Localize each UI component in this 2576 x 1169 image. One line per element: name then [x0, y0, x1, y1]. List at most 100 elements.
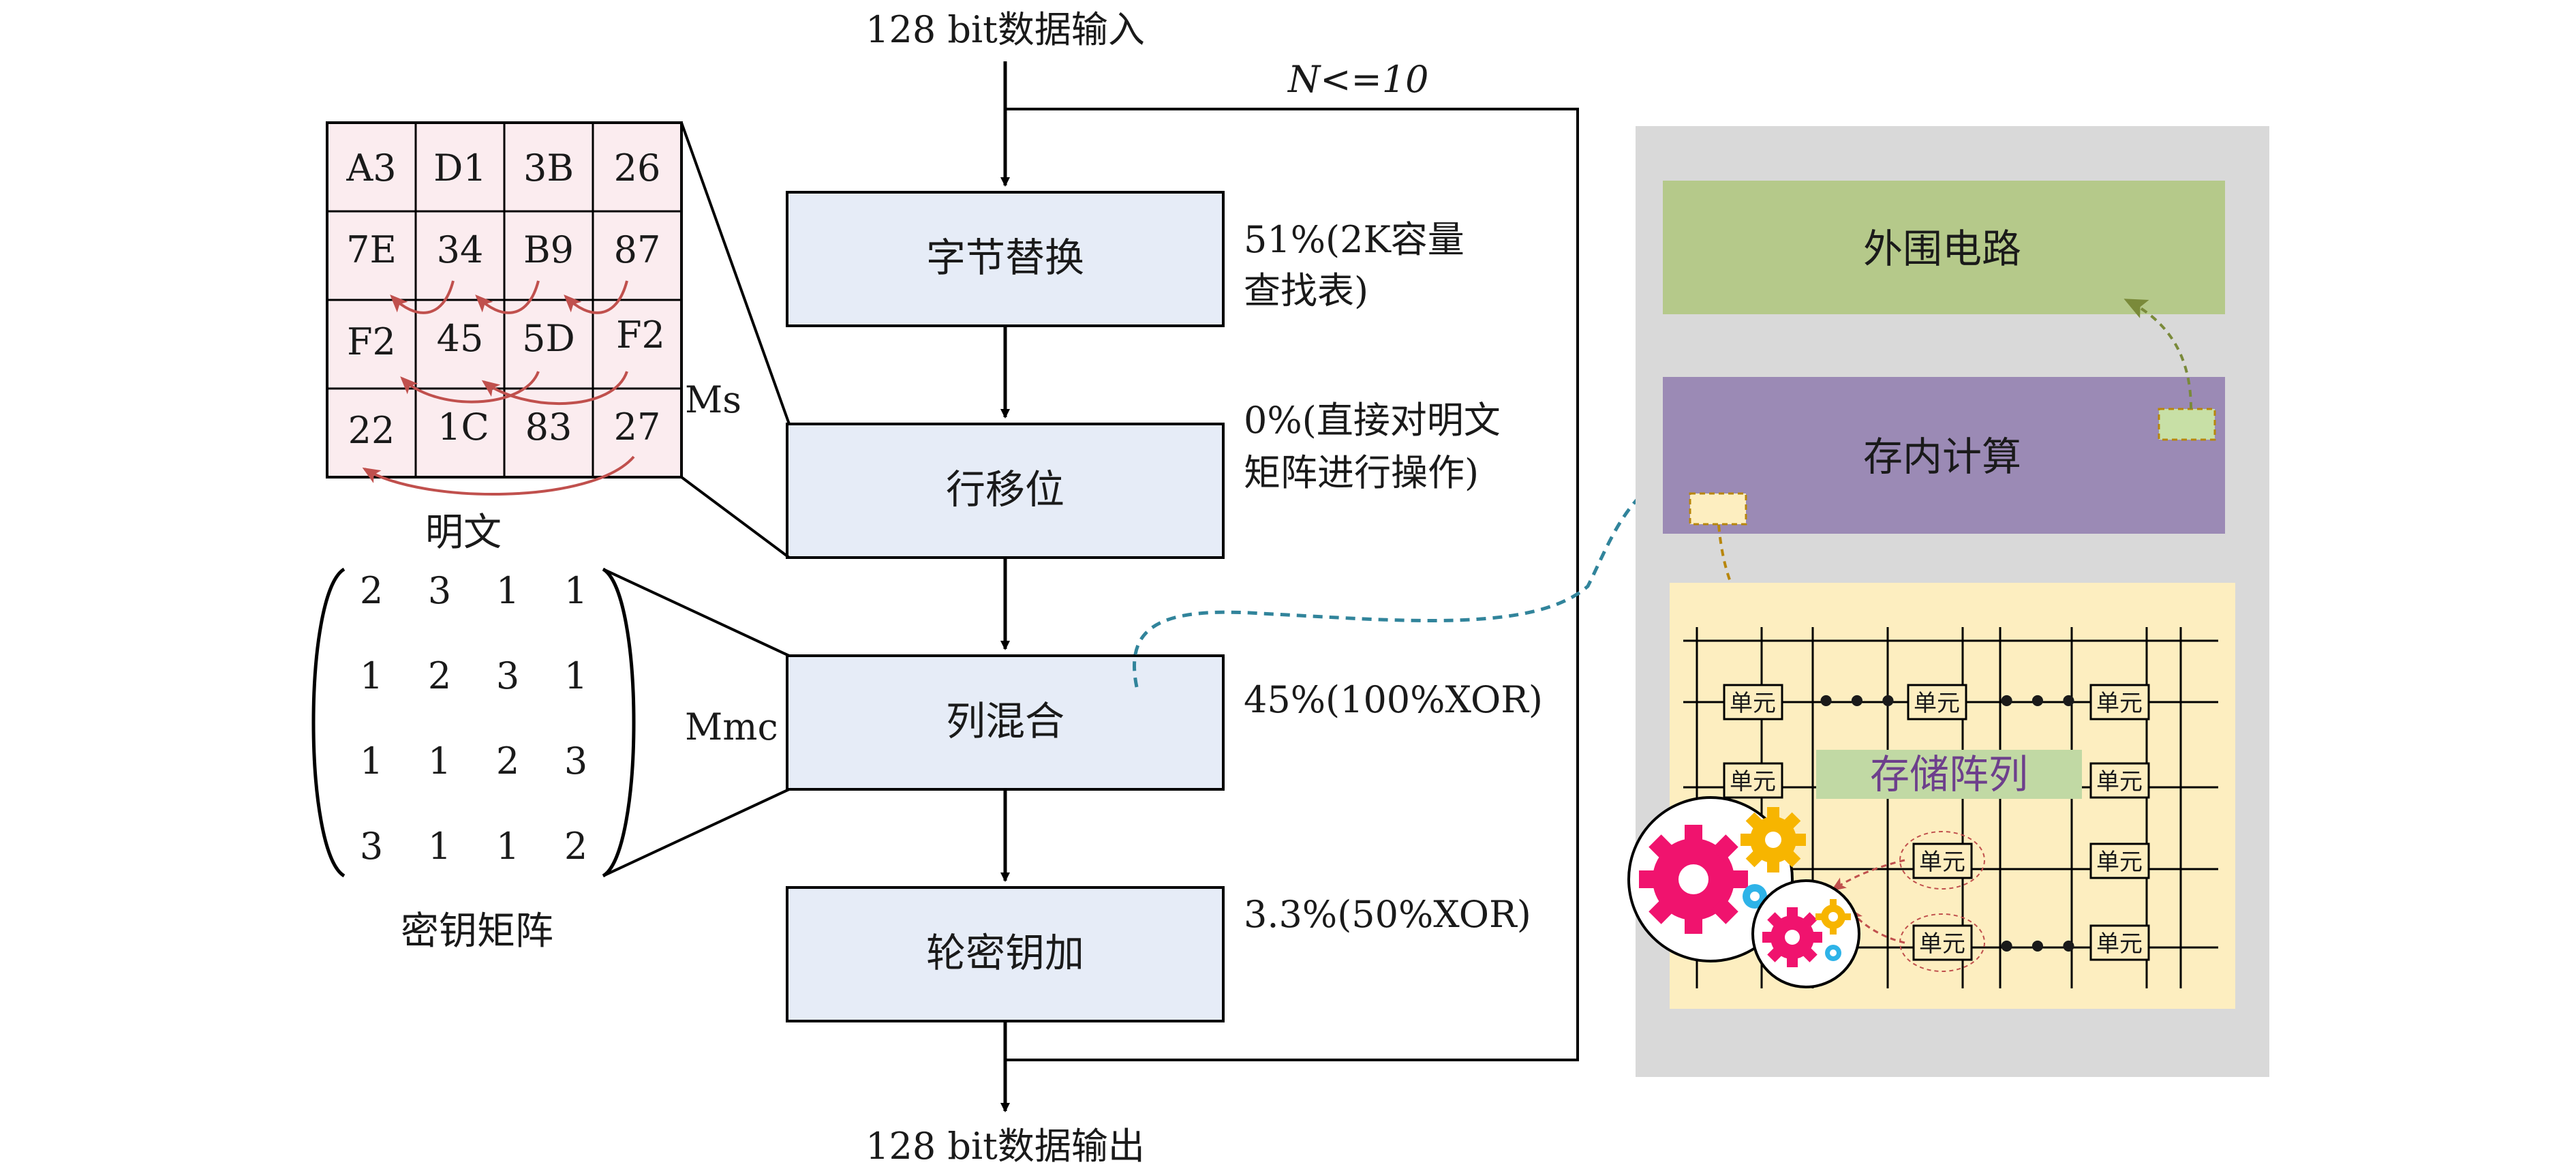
dots: • • • [1816, 683, 1898, 720]
cell: 单元 [2089, 842, 2150, 879]
key-cell: 3 [496, 654, 519, 697]
step-label: 轮密钥加 [926, 930, 1084, 976]
cell: 单元 [1907, 684, 1967, 720]
step-3: 列混合 45%(100%XOR) [786, 654, 1543, 791]
step-note-line1: 51%(2K容量 [1244, 218, 1465, 261]
left-paren [311, 567, 346, 878]
step-label: 列混合 [946, 698, 1064, 744]
cell: 单元 [2089, 762, 2150, 799]
svg-text:单元: 单元 [2096, 768, 2143, 795]
step-note-line2: 矩阵进行操作) [1244, 451, 1479, 494]
flow: 128 bit数据输入 N<=10 字节替换 51%(2K容量 查找表) 行移位… [786, 8, 1579, 1168]
hardware-panel: 外围电路 存内计算 [1627, 126, 2269, 1077]
cim-label: 存内计算 [1863, 434, 2021, 480]
svg-text:单元: 单元 [1914, 690, 1960, 717]
key-cell: 1 [496, 825, 519, 868]
key-matrix: 2 3 1 1 1 2 3 1 1 1 2 3 3 1 1 2 密钥矩阵 Mmc [311, 567, 790, 954]
output-label: 128 bit数据输出 [865, 1125, 1145, 1168]
cell-to-gear [1830, 859, 1905, 892]
cell: 单元 [2089, 924, 2150, 961]
array-label-bg [1816, 750, 2082, 799]
key-cell: 1 [360, 740, 383, 783]
right-paren [602, 567, 636, 878]
peripheral-label: 外围电路 [1863, 226, 2021, 272]
key-cell: 2 [360, 569, 383, 612]
key-cell: 2 [428, 654, 451, 697]
pt-cell: F2 [347, 320, 396, 363]
array-label: 存储阵列 [1870, 751, 2028, 798]
cell: 单元 [1899, 831, 1985, 890]
pt-cell: F2 [616, 314, 665, 356]
step-note-line1: 3.3%(50%XOR) [1244, 893, 1531, 936]
cim-port-upper [2158, 408, 2216, 441]
gear-large-icon [1627, 796, 1806, 962]
zoom-line [680, 122, 791, 425]
link-to-cim [1133, 474, 1666, 688]
svg-text:单元: 单元 [2096, 930, 2143, 958]
svg-text:单元: 单元 [1919, 930, 1965, 958]
shift-arrow [564, 280, 628, 314]
key-cell: 1 [496, 569, 519, 612]
pt-cell: 7E [346, 228, 397, 271]
step-label: 行移位 [946, 466, 1064, 513]
cell: 单元 [1723, 684, 1783, 720]
pt-cell: 3B [523, 147, 574, 189]
plaintext-caption: 明文 [425, 511, 502, 555]
svg-text:单元: 单元 [1730, 690, 1776, 717]
cell: 单元 [1899, 913, 1985, 972]
cim-block [1663, 377, 2225, 534]
pt-cell: 45 [437, 317, 484, 360]
key-matrix-caption: 密钥矩阵 [401, 909, 553, 954]
key-cell: 1 [564, 569, 587, 612]
zoom-line [602, 788, 790, 877]
shift-arrow [400, 371, 540, 404]
shift-arrow [390, 280, 455, 314]
step-note-line1: 0%(直接对明文 [1244, 399, 1501, 442]
cell: 单元 [1723, 762, 1783, 799]
mmc-label: Mmc [685, 705, 778, 748]
pt-cell: 27 [614, 406, 661, 449]
ms-label: Ms [685, 378, 741, 421]
step-label: 字节替换 [926, 234, 1084, 281]
key-cell: 2 [564, 825, 587, 868]
peripheral-block [1663, 181, 2225, 314]
loop-label: N<=10 [1287, 58, 1428, 101]
pt-cell: B9 [523, 228, 574, 271]
step-1: 字节替换 51%(2K容量 查找表) [786, 191, 1465, 327]
key-cell: 1 [564, 654, 587, 697]
step-note-line2: 查找表) [1244, 269, 1368, 312]
svg-text:单元: 单元 [1730, 768, 1776, 795]
cell: 单元 [2089, 684, 2150, 720]
key-cell: 3 [360, 825, 383, 868]
gear-small-icon [1751, 879, 1860, 988]
pt-cell: 5D [522, 317, 575, 360]
svg-text:单元: 单元 [2096, 849, 2143, 876]
shift-arrow [362, 455, 635, 496]
svg-text:单元: 单元 [2096, 690, 2143, 717]
step-note-line1: 45%(100%XOR) [1244, 678, 1543, 721]
pt-cell: A3 [346, 147, 396, 189]
pt-cell: D1 [433, 147, 487, 189]
pt-cell: 22 [348, 409, 395, 452]
dots: • • • [1997, 683, 2079, 720]
pt-cell: 1C [438, 406, 489, 449]
pt-cell: 83 [525, 406, 572, 449]
zoom-line [602, 568, 790, 657]
svg-text:单元: 单元 [1919, 849, 1965, 876]
key-cell: 1 [428, 740, 451, 783]
pt-cell: 87 [614, 228, 661, 271]
shift-arrow [475, 280, 540, 314]
key-cell: 2 [496, 740, 519, 783]
key-cell: 3 [564, 740, 587, 783]
zoom-line [680, 476, 791, 559]
key-cell: 3 [428, 569, 451, 612]
pt-cell: 26 [614, 147, 661, 189]
step-4: 轮密钥加 3.3%(50%XOR) [786, 886, 1531, 1022]
plaintext-matrix: A3 D1 3B 26 7E 34 B9 87 F2 45 5D F2 22 1… [326, 121, 791, 559]
key-cell: 1 [360, 654, 383, 697]
cim-port-lower [1689, 492, 1747, 526]
loop-line [1005, 108, 1579, 1061]
key-cell: 1 [428, 825, 451, 868]
shift-arrow [481, 371, 628, 406]
